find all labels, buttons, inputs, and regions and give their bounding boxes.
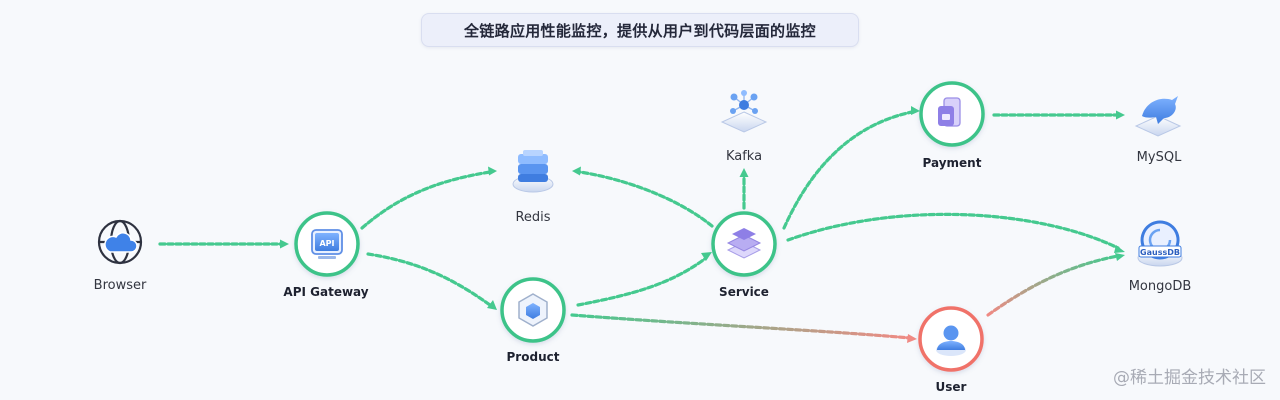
edge-product-service — [576, 256, 708, 307]
arrow-head — [1116, 110, 1125, 120]
arrow-head — [911, 106, 920, 115]
node-payment[interactable]: Payment — [919, 81, 985, 170]
edge-service-redis — [578, 170, 714, 228]
node-payment-label: Payment — [923, 156, 982, 170]
redis-stack-icon — [512, 150, 554, 193]
watermark: @稀土掘金技术社区 — [1113, 368, 1266, 388]
node-browser[interactable]: Browser — [94, 219, 147, 293]
node-user-label: User — [936, 380, 967, 394]
cloud-icon — [104, 232, 138, 253]
node-mysql[interactable]: MySQL — [1134, 96, 1182, 165]
edge-gateway-product — [366, 252, 492, 307]
arrow-head — [572, 166, 581, 176]
payment-card-icon — [938, 97, 961, 127]
api-icon: API — [311, 229, 343, 259]
svg-text:GaussDB: GaussDB — [1140, 248, 1180, 257]
svg-text:API: API — [319, 239, 334, 248]
arrow-head — [280, 239, 289, 249]
node-mysql-label: MySQL — [1137, 150, 1182, 165]
node-kafka[interactable]: Kafka — [720, 90, 768, 164]
edge-service-payment — [782, 110, 914, 230]
node-service[interactable]: Service — [711, 211, 777, 299]
arrow-head — [701, 252, 712, 261]
edge-gateway-redis — [360, 170, 492, 230]
edge-product-user — [570, 313, 912, 340]
node-api-gateway[interactable]: API API Gateway — [283, 211, 369, 299]
arrow-head — [487, 300, 497, 310]
arrow-head — [488, 166, 497, 176]
arrow-head — [1114, 245, 1125, 253]
edge-service-mongodb — [786, 212, 1120, 250]
node-redis[interactable]: Redis — [512, 150, 554, 225]
node-api-gateway-label: API Gateway — [283, 285, 368, 299]
node-product[interactable]: Product — [500, 277, 566, 364]
node-browser-label: Browser — [94, 278, 147, 293]
arrowheads — [280, 106, 1125, 310]
node-user[interactable]: User — [918, 306, 984, 394]
node-redis-label: Redis — [515, 210, 550, 225]
cube-icon — [518, 293, 548, 327]
layers-icon — [726, 228, 762, 259]
kafka-icon — [720, 90, 768, 133]
dolphin-icon — [1134, 96, 1182, 137]
page-title: 全链路应用性能监控，提供从用户到代码层面的监控 — [421, 13, 859, 47]
gaussdb-icon: GaussDB — [1137, 220, 1183, 267]
node-product-label: Product — [507, 350, 560, 364]
node-mongodb[interactable]: GaussDB MongoDB — [1129, 220, 1192, 294]
user-icon — [936, 325, 966, 356]
arrow-head — [1115, 253, 1125, 261]
node-service-label: Service — [719, 285, 769, 299]
edge-user-mongodb — [986, 254, 1120, 317]
arrow-head — [907, 334, 917, 343]
node-kafka-label: Kafka — [726, 149, 762, 164]
arrow-head — [739, 168, 749, 177]
node-mongodb-label: MongoDB — [1129, 279, 1192, 294]
